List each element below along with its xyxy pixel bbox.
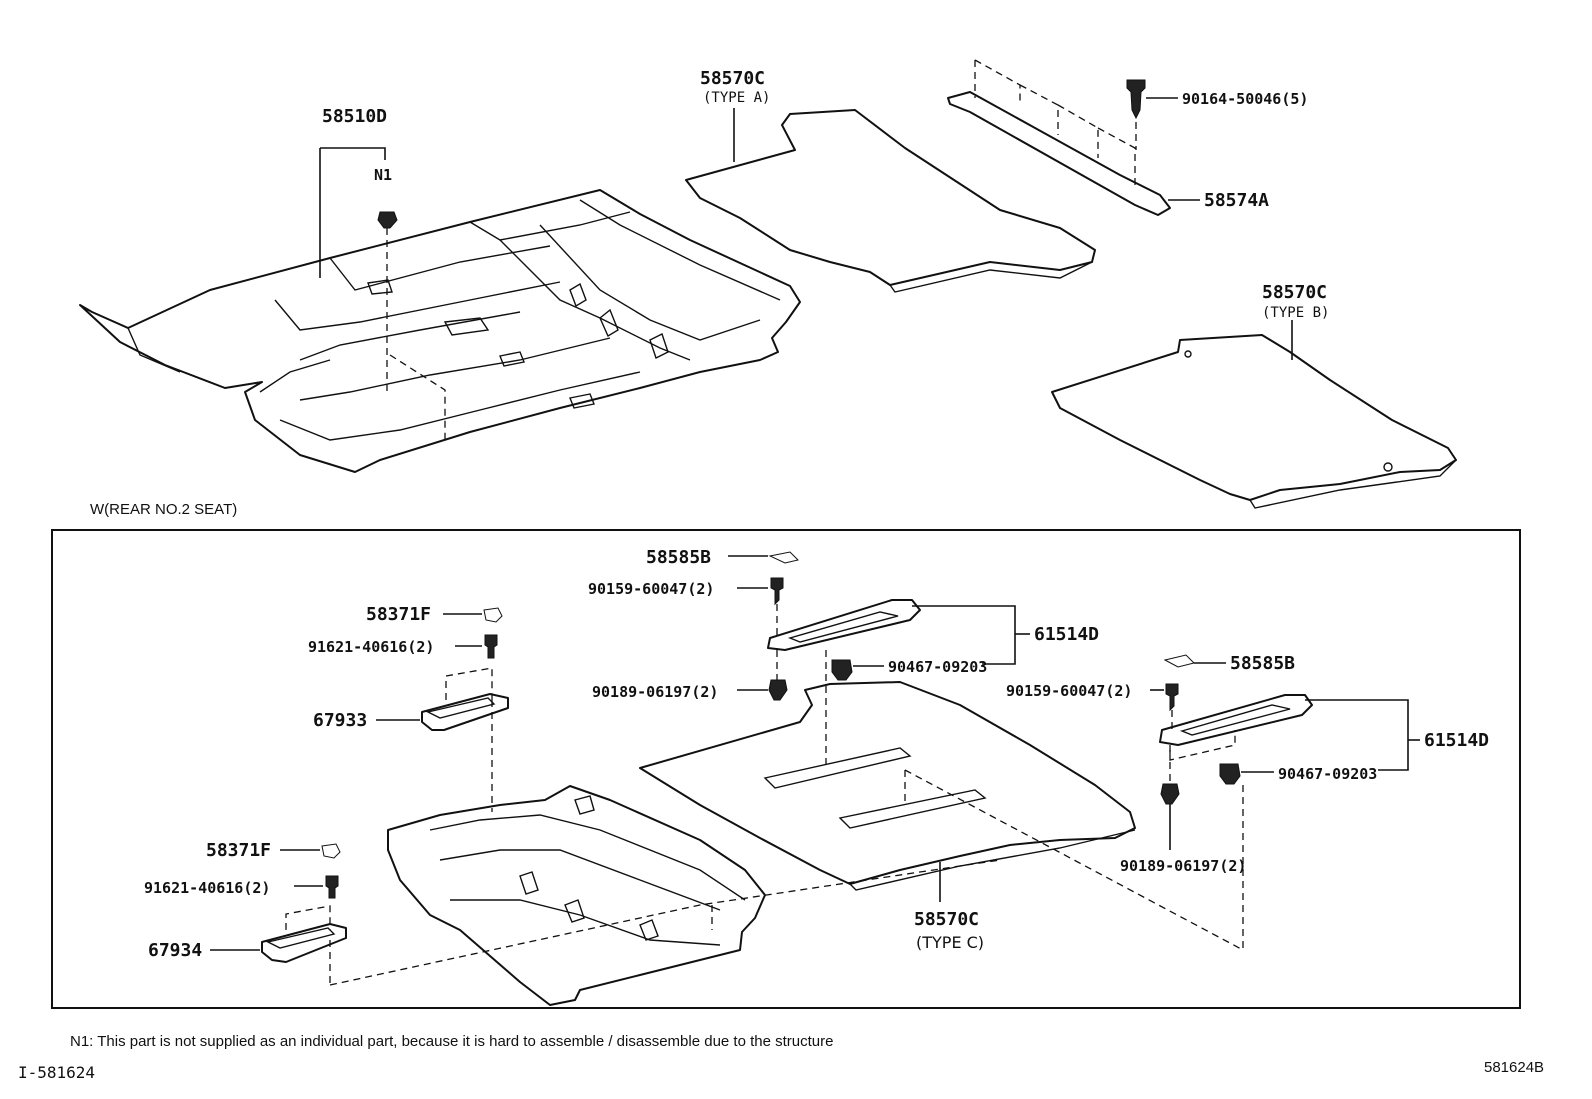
footer-right-code: 581624B	[1484, 1059, 1544, 1076]
label-61514D-1: 61514D	[1034, 624, 1099, 645]
clip-90467-2-icon	[1219, 763, 1241, 785]
grommet-58585B-1-icon	[768, 551, 799, 564]
clip-90467-1-icon	[831, 659, 853, 681]
label-58371F-1: 58371F	[366, 604, 431, 625]
label-58574A: 58574A	[1204, 190, 1269, 211]
footer-left-code: I-581624	[18, 1063, 95, 1082]
bolt-91621-1-icon	[484, 634, 498, 659]
guide-67934-a	[285, 905, 331, 930]
floor-carpet-partial	[387, 785, 766, 1006]
label-90164: 90164-50046(5)	[1182, 90, 1308, 108]
guide-61514D-2-a	[1169, 730, 1236, 761]
guide-58574A-4	[1057, 104, 1099, 158]
guide-diagonal-2	[904, 769, 1244, 951]
label-58585B-1: 58585B	[646, 547, 711, 568]
section-label: W(REAR NO.2 SEAT)	[90, 501, 237, 518]
mat-58570C-type-b	[1051, 334, 1457, 509]
label-type-b: (TYPE B)	[1262, 305, 1329, 321]
guide-58574A-5	[1097, 127, 1136, 185]
label-90159-2: 90159-60047(2)	[1006, 682, 1132, 700]
guide-n1-2	[389, 354, 446, 440]
label-58570C-b: 58570C	[1262, 282, 1327, 303]
section-frame	[51, 529, 1521, 1009]
screw-90159-1-icon	[770, 577, 784, 606]
screw-icon	[1126, 79, 1146, 120]
leader-58510D	[319, 147, 386, 278]
bracket-61514D-right	[1159, 694, 1313, 746]
bracket-67933	[421, 693, 509, 731]
label-58510D: 58510D	[322, 106, 387, 127]
label-58570C-a: 58570C	[700, 68, 765, 89]
label-n1: N1	[374, 166, 392, 184]
label-90189-1: 90189-06197(2)	[592, 683, 718, 701]
cap-58371F-1-icon	[483, 607, 503, 623]
clip-90189-1-icon	[768, 679, 788, 701]
screw-90159-2-icon	[1165, 683, 1179, 712]
grommet-58585B-2-icon	[1163, 654, 1195, 668]
cap-58371F-2-icon	[321, 843, 341, 859]
label-58585B-2: 58585B	[1230, 653, 1295, 674]
bracket-67934	[261, 923, 347, 963]
label-67933: 67933	[313, 710, 367, 731]
label-58371F-2: 58371F	[206, 840, 271, 861]
guide-67933-a	[445, 667, 493, 700]
label-type-c: (TYPE C)	[916, 933, 984, 952]
label-61514D-2: 61514D	[1424, 730, 1489, 751]
label-91621-1: 91621-40616(2)	[308, 638, 434, 656]
retainer-58574A	[947, 91, 1171, 216]
mat-58570C-type-a	[685, 109, 1096, 293]
clip-90189-2-icon	[1160, 783, 1180, 805]
label-58570C-c: 58570C	[914, 909, 979, 930]
bracket-61514D-left	[767, 599, 921, 651]
label-type-a: (TYPE A)	[703, 90, 770, 106]
label-67934: 67934	[148, 940, 202, 961]
mat-58570C-type-c	[639, 681, 1136, 891]
label-90467-2: 90467-09203	[1278, 765, 1377, 783]
guide-diagonal-3	[329, 859, 1001, 986]
label-90189-2: 90189-06197(2)	[1120, 857, 1246, 875]
leader-61514D-1	[912, 605, 1016, 665]
label-90467-1: 90467-09203	[888, 658, 987, 676]
leader-61514D-2	[1305, 699, 1409, 771]
label-91621-2: 91621-40616(2)	[144, 879, 270, 897]
floor-carpet-58510D	[79, 189, 801, 473]
bolt-91621-2-icon	[325, 875, 339, 899]
footer-note: N1: This part is not supplied as an indi…	[70, 1033, 833, 1050]
clip-icon	[377, 211, 398, 229]
label-90159-1: 90159-60047(2)	[588, 580, 714, 598]
